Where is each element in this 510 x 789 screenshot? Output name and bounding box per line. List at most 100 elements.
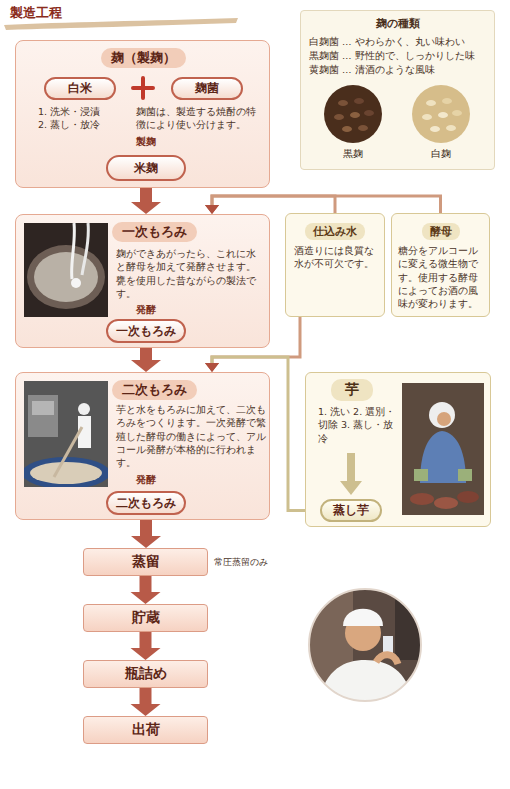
note-text: 麹菌は、製造する焼酎の特徴により使い分けます。: [136, 105, 264, 132]
pot-photo: [24, 223, 108, 317]
pot-photo-part: [24, 223, 108, 317]
worker-photo-part: [54, 427, 82, 477]
node-label: 白米: [68, 80, 92, 97]
koji-photos-part: [446, 125, 456, 131]
product-pill: 一次もろみ: [106, 319, 186, 343]
node-label: 米麹: [134, 160, 158, 177]
node-label: 蒸し芋: [333, 502, 369, 519]
worker-photo: [24, 381, 108, 487]
worker-photo-part: [78, 403, 90, 415]
text-slot: 麹の種類: [301, 16, 494, 31]
heading: 麹の種類: [301, 16, 494, 31]
heading-tab: 酵母: [422, 223, 460, 240]
koji-description: 黒麹菌 … 野性的で、しっかりした味: [309, 49, 491, 62]
text-slot: 1. 洗い 2. 選別・切除 3. 蒸し・放冷: [318, 405, 396, 445]
arrow-head: [131, 536, 161, 548]
pot-photo-part: [34, 252, 98, 302]
product-pill: 米麹: [106, 155, 186, 181]
process-label: 発酵: [116, 473, 176, 487]
flow-arrow: [131, 688, 161, 716]
photo-caption: 白麹: [411, 147, 471, 160]
step-box: 貯蔵: [83, 604, 208, 632]
node-label: 出荷: [132, 720, 160, 740]
koji-photos-part: [452, 110, 462, 116]
pot-photo-part: [71, 278, 81, 288]
decor-layer-part: [305, 585, 425, 705]
flow-arrow: [131, 632, 161, 660]
koji-photos-part: [438, 112, 448, 118]
text-slot: 酒造りには良質な水が不可欠です。: [294, 244, 378, 271]
koji-description: 白麹菌 … やわらかく、丸い味わい: [309, 35, 491, 48]
arrow-head: [131, 202, 161, 214]
inner-arrow-part: [347, 453, 355, 483]
text-slot: 黒麹菌 … 野性的で、しっかりした味: [309, 49, 491, 62]
potato-worker-photo-part: [429, 402, 455, 428]
text-slot: 麹（製麹）: [68, 47, 218, 68]
connector-line: [140, 688, 152, 705]
koji-photos-part: [412, 85, 470, 143]
process-label: 発酵: [116, 303, 176, 317]
decor-layer-part: [376, 655, 398, 664]
input-box: 酵母糖分をアルコールに変える微生物です。使用する酵母によってお酒の風味が変わりま…: [391, 213, 490, 317]
koji-photos-part: [422, 114, 432, 120]
koji-photos-part: [342, 126, 352, 132]
koji-photos-part: [358, 125, 368, 131]
koji-photos-part: [324, 85, 382, 143]
input-box: 芋1. 洗い 2. 選別・切除 3. 蒸し・放冷蒸し芋: [305, 372, 491, 527]
decor-layer-part: [318, 660, 414, 705]
potato-worker-photo-part: [402, 383, 484, 515]
pot-photo-part: [27, 245, 105, 309]
node-label: 蒸留: [132, 552, 160, 572]
koji-photos-part: [350, 112, 360, 118]
text-slot: 二次もろみ: [112, 379, 262, 400]
text-slot: 一次もろみ: [112, 221, 262, 242]
arrow-head: [131, 360, 161, 372]
worker-photo-part: [28, 395, 58, 437]
node-label: 瓶詰め: [125, 664, 167, 684]
pot-photo-part: [72, 223, 75, 279]
photo-caption: 黒麹: [323, 147, 383, 160]
supply-line: [205, 196, 335, 214]
heading-tab: 二次もろみ: [112, 380, 197, 400]
koji-photos-part: [430, 126, 440, 132]
potato-worker-photo-part: [414, 469, 428, 481]
koji-types-box: 麹の種類白麹菌 … やわらかく、丸い味わい黒麹菌 … 野性的で、しっかりした味黄…: [300, 10, 495, 170]
node-label: 貯蔵: [132, 608, 160, 628]
step-list: 1. 洗米・浸漬 2. 蒸し・放冷: [38, 105, 110, 132]
text-slot: 黒麹: [323, 147, 383, 160]
potato-worker-photo-part: [458, 469, 472, 481]
potato-worker-photo-part: [437, 412, 451, 426]
arrow-head: [205, 363, 219, 372]
text-slot: 麹菌は、製造する焼酎の特徴により使い分けます。: [136, 105, 264, 132]
worker-photo-part: [30, 462, 102, 484]
koji-description: 黄麹菌 … 清酒のような風味: [309, 63, 491, 76]
decor-layer-part: [305, 585, 425, 705]
koji-photos-part: [338, 100, 348, 106]
heading-tab: 一次もろみ: [112, 222, 197, 242]
arrow-head: [131, 592, 161, 604]
text-slot: 白麹: [411, 147, 471, 160]
body-text: 芋と水をもろみに加えて、二次もろみをつくります。一次発酵で繁殖した酵母の働きによ…: [116, 403, 266, 469]
product-pill: 蒸し芋: [320, 499, 382, 522]
text-slot: 白麹菌 … やわらかく、丸い味わい: [309, 35, 491, 48]
worker-photo-part: [32, 401, 54, 415]
process-label: 製麹: [116, 135, 176, 149]
body-text: 麹ができあがったら、これに水と酵母を加えて発酵させます。甕を使用した昔ながらの製…: [116, 247, 264, 300]
plus-symbol: [128, 75, 158, 101]
arrow-head: [205, 363, 219, 372]
step-box: 瓶詰め: [83, 660, 208, 688]
text-slot: 1. 洗米・浸漬 2. 蒸し・放冷: [38, 105, 110, 132]
koji-photos-part: [334, 114, 344, 120]
body-text: 糖分をアルコールに変える微生物です。使用する酵母によってお酒の風味が変わります。: [398, 244, 484, 310]
node-label: 二次もろみ: [116, 495, 176, 512]
koji-photos: [321, 83, 481, 145]
arrow-head: [205, 205, 219, 214]
koji-photos-part: [426, 100, 436, 106]
heading-tab: 仕込み水: [305, 223, 365, 240]
arrow-head: [131, 648, 161, 660]
ingredient-pill: 白米: [44, 77, 116, 100]
flow-arrow: [131, 576, 161, 604]
step-box: 出荷: [83, 716, 208, 744]
diagram-title: 製造工程: [10, 4, 150, 22]
